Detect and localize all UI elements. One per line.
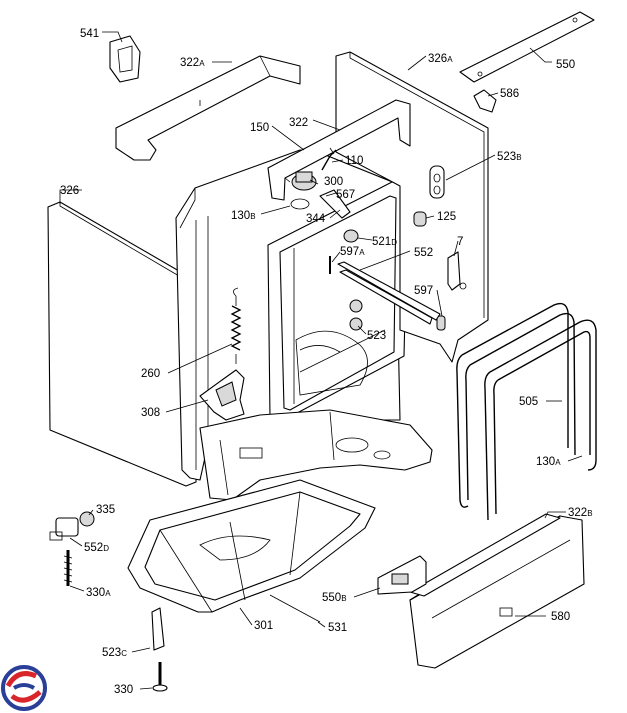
screw-330a [63,550,73,586]
label-130a: 130A [536,456,561,468]
label-150: 150 [250,122,269,134]
ring-130b [290,198,310,210]
label-523c: 523C [102,647,127,659]
rail-552 [337,261,441,325]
clip-541 [109,35,141,83]
kickplate-580 [409,513,585,669]
label-326: 326 [60,185,79,197]
label-597a: 597A [340,246,365,258]
side-panel-326 [47,201,199,487]
top-strip-550 [459,11,595,83]
label-326a: 326A [428,53,453,65]
label-550: 550 [556,59,575,71]
clip-586 [473,89,497,113]
valve-552d [49,517,79,541]
brand-logo-icon [1,665,47,711]
label-550b: 550B [322,592,347,604]
label-531: 531 [328,622,347,634]
label-300: 300 [324,176,343,188]
label-505: 505 [519,396,538,408]
spring-260 [230,287,242,364]
nut-335 [79,511,95,527]
leader-lines [59,31,583,690]
label-301: 301 [254,620,273,632]
valve-300 [291,171,317,191]
label-580: 580 [551,611,570,623]
frame-322a [115,55,301,161]
label-586: 586 [500,88,519,100]
label-330a: 330A [86,587,111,599]
hose-110 [321,149,337,171]
label-523b: 523B [497,151,522,163]
callout-labels: 541 322A 326A 550 586 150 322 110 523B 3… [60,28,593,696]
label-110: 110 [345,155,363,167]
clip-597 [436,315,446,331]
knob-125 [413,211,427,227]
label-521d: 521D [372,236,397,248]
label-308: 308 [141,407,160,419]
label-330: 330 [114,684,133,696]
label-335: 335 [96,504,115,516]
label-552d: 552D [84,542,109,554]
bracket-523c [151,607,165,651]
door-seal-505 [456,302,597,521]
screw-330 [152,662,168,692]
label-7: 7 [457,236,463,248]
label-552: 552 [414,247,433,259]
base-pan-301 [127,479,376,613]
label-125: 125 [437,211,456,223]
bracket-550b [377,555,427,595]
hinge-7 [447,251,467,291]
bracket-344 [319,189,351,219]
cap-521d [343,229,359,243]
label-322a: 322A [180,57,205,69]
label-344: 344 [306,213,326,225]
label-541: 541 [80,28,99,40]
label-567: 567 [336,189,355,201]
hinge-308 [199,369,245,421]
base-frame [199,409,433,501]
label-130b: 130B [231,210,256,222]
label-322: 322 [289,117,308,129]
label-322b: 322B [568,507,593,519]
rod-531 [269,594,321,623]
tub-front-frame [267,181,409,421]
label-260: 260 [141,368,160,380]
label-597: 597 [414,285,433,297]
label-523: 523 [367,330,386,342]
